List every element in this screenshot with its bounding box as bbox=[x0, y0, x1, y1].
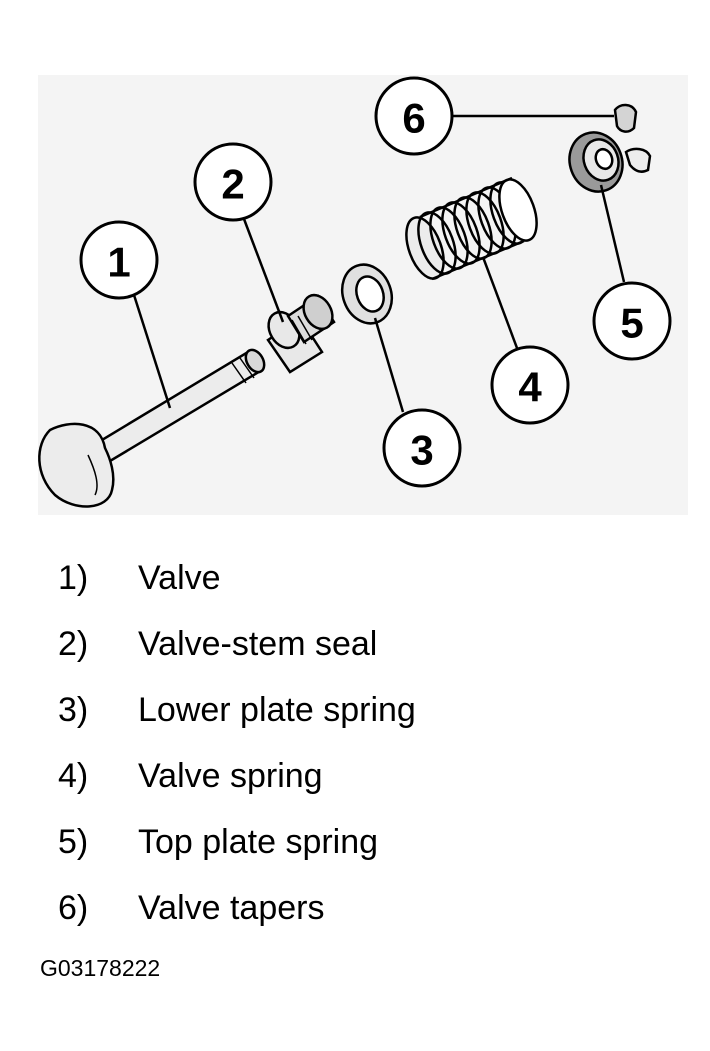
legend-number: 5) bbox=[58, 823, 89, 861]
legend-number: 2) bbox=[58, 625, 89, 663]
callout-circle-4 bbox=[490, 345, 570, 425]
valve-part bbox=[38, 348, 266, 508]
legend-label: Valve spring bbox=[138, 757, 323, 795]
callout-circle-2 bbox=[193, 142, 273, 222]
callout-number-1: 1 bbox=[107, 239, 130, 286]
lower-plate-spring-part bbox=[340, 263, 394, 325]
legend-number: 1) bbox=[58, 559, 89, 597]
valve-spring-part bbox=[405, 176, 538, 281]
legend-label: Top plate spring bbox=[138, 823, 379, 861]
valve-stem-seal-part bbox=[266, 293, 336, 374]
legend-label: Lower plate spring bbox=[138, 691, 416, 729]
callout-number-4: 4 bbox=[518, 364, 542, 411]
leader-line-1 bbox=[132, 294, 172, 409]
callout-circle-1 bbox=[79, 220, 159, 300]
legend-item: 3) Lower plate spring bbox=[0, 691, 710, 741]
callout-circle-3 bbox=[382, 408, 462, 488]
leader-lines bbox=[132, 114, 626, 413]
legend-label: Valve bbox=[138, 559, 221, 597]
leader-line-5 bbox=[599, 184, 626, 283]
leader-line-4 bbox=[481, 256, 519, 349]
legend-item: 1) Valve bbox=[0, 559, 710, 609]
leader-line-2 bbox=[242, 218, 285, 323]
callout-number-3: 3 bbox=[410, 427, 433, 474]
legend-item: 2) Valve-stem seal bbox=[0, 625, 710, 675]
legend-item: 6) Valve tapers bbox=[0, 889, 710, 939]
legend-number: 6) bbox=[58, 889, 89, 927]
top-plate-spring-part bbox=[568, 131, 624, 193]
legend-item: 5) Top plate spring bbox=[0, 823, 710, 873]
exploded-view-illustration: 1 2 3 4 5 6 bbox=[38, 75, 688, 515]
callout-circle-6 bbox=[374, 76, 454, 156]
leader-line-3 bbox=[373, 317, 405, 413]
legend-number: 3) bbox=[58, 691, 89, 729]
legend-label: Valve-stem seal bbox=[138, 625, 378, 663]
legend-label: Valve tapers bbox=[138, 889, 325, 927]
valve-tapers-part bbox=[613, 103, 652, 173]
figure-code: G03178222 bbox=[40, 955, 161, 981]
legend-number: 4) bbox=[58, 757, 89, 795]
callout-circle-5 bbox=[592, 281, 672, 361]
callout-number-5: 5 bbox=[620, 300, 643, 347]
callout-number-2: 2 bbox=[221, 161, 244, 208]
legend-item: 4) Valve spring bbox=[0, 757, 710, 807]
callout-number-6: 6 bbox=[402, 95, 425, 142]
